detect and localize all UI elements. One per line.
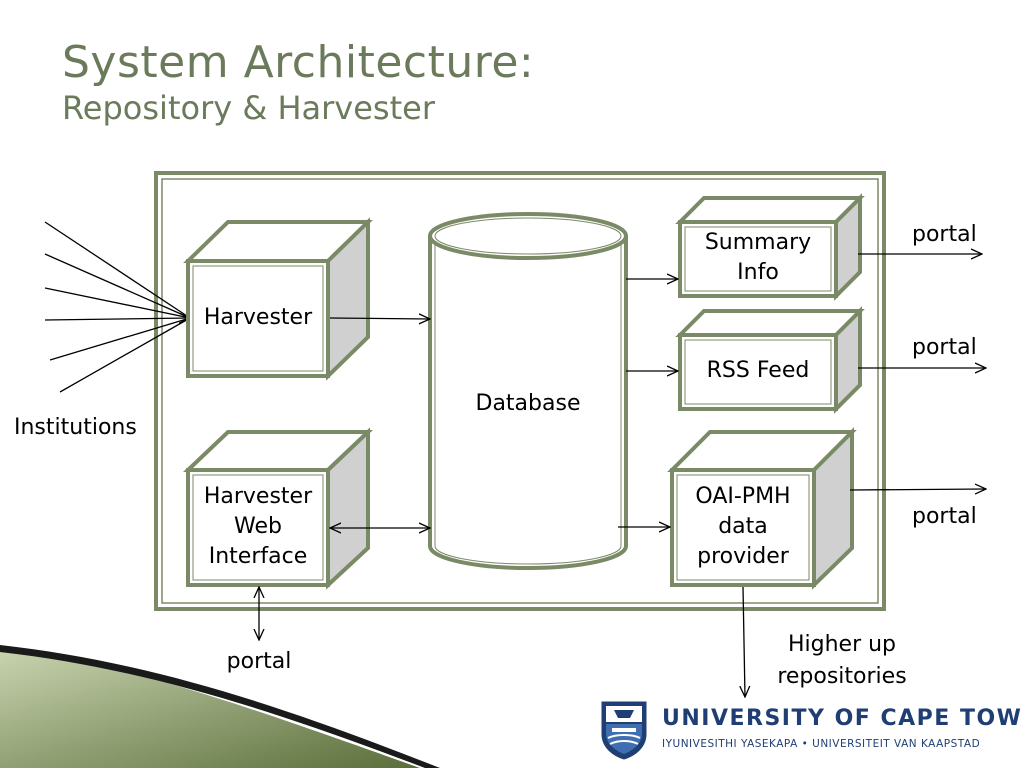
higher-up-label-line2: repositories (777, 664, 906, 689)
harvester-to-database-arrow (329, 318, 430, 319)
rss-feed-node: RSS Feed (675, 306, 865, 414)
harvester-web-interface-node: Harvester Web Interface (182, 427, 374, 590)
web-interface-label-line1: Harvester (204, 484, 313, 509)
web-interface-label-line3: Interface (209, 544, 308, 569)
database-node: Database (428, 212, 628, 570)
summary-info-label-line2: Info (737, 260, 779, 285)
decorative-swoosh (0, 645, 440, 768)
rss-feed-label: RSS Feed (707, 358, 810, 383)
slide-title: System Architecture: (62, 37, 535, 88)
higher-up-label-line1: Higher up (788, 632, 896, 657)
institutions-label: Institutions (14, 415, 137, 440)
harvester-node: Harvester (183, 217, 373, 381)
harvester-label: Harvester (204, 305, 313, 330)
uct-subtitle: IYUNIVESITHI YASEKAPA • UNIVERSITEIT VAN… (662, 738, 981, 750)
oai-pmh-label-line2: data (718, 514, 768, 539)
portal-label-summary: portal (912, 222, 977, 247)
portal-label-oai: portal (912, 504, 977, 529)
web-interface-label-line2: Web (234, 514, 282, 539)
connector-arrows (259, 254, 986, 697)
uct-shield-icon (601, 701, 647, 760)
database-label: Database (476, 391, 581, 416)
institution-lines (44, 221, 190, 393)
oai-pmh-label-line1: OAI-PMH (695, 484, 790, 509)
uct-logo: UNIVERSITY OF CAPE TOWN IYUNIVESITHI YAS… (600, 700, 1024, 762)
uct-name: UNIVERSITY OF CAPE TOWN (662, 706, 1024, 731)
title-block: System Architecture: Repository & Harves… (62, 37, 535, 127)
summary-info-node: Summary Info (675, 193, 865, 301)
slide-subtitle: Repository & Harvester (62, 88, 435, 127)
oai-to-higher-up-arrow (743, 586, 745, 697)
oai-pmh-label-line3: provider (697, 544, 790, 569)
oai-to-portal-arrow (849, 489, 986, 490)
portal-label-rss: portal (912, 335, 977, 360)
summary-info-label-line1: Summary (705, 230, 811, 255)
portal-label-web: portal (227, 649, 292, 674)
oai-pmh-node: OAI-PMH data provider (667, 427, 857, 590)
